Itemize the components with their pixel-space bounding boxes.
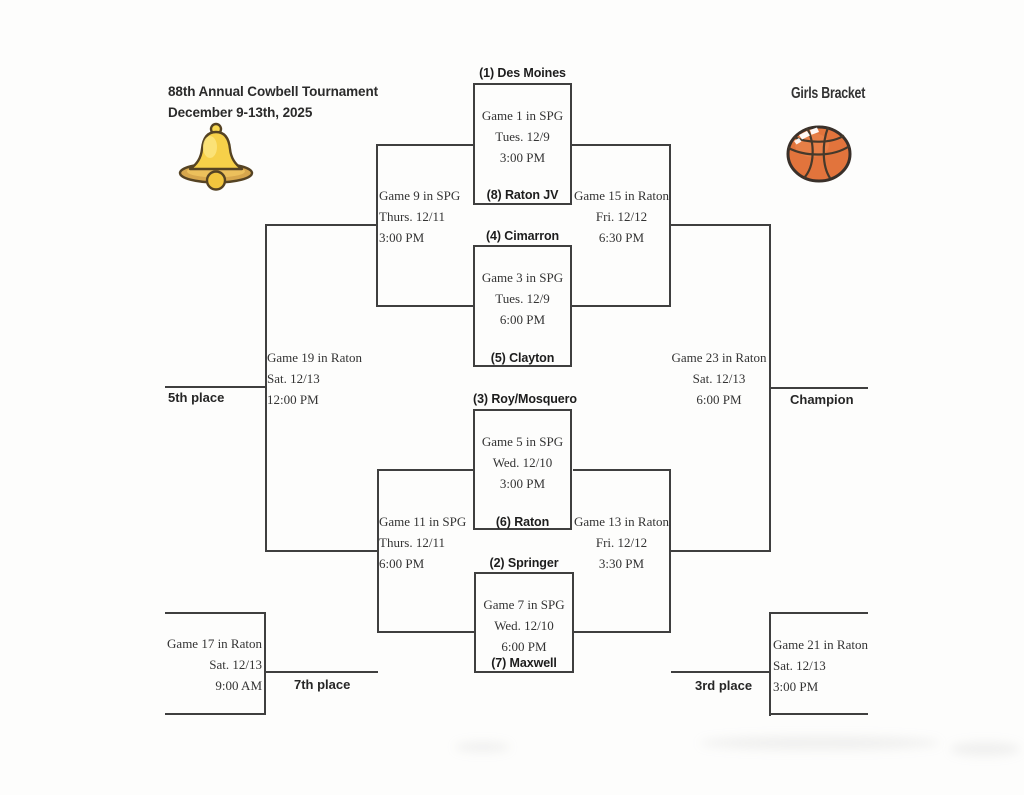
game19-time: 12:00 PM (267, 392, 319, 407)
game3-venue: Game 3 in SPG (481, 270, 564, 285)
bracket-line-game13-bottom (573, 631, 671, 633)
bracket-line-game17-top (165, 612, 266, 614)
game13-venue: Game 13 in Raton (574, 514, 669, 529)
seed-clayton: (5) Clayton (490, 351, 555, 365)
game23-venue: Game 23 in Raton (671, 350, 767, 365)
basketball-icon (786, 125, 852, 183)
game1-time: 3:00 PM (499, 150, 546, 165)
game23-details: Game 23 in Raton Sat. 12/13 6:00 PM (669, 347, 769, 410)
third-place-line (671, 671, 771, 673)
game23-time: 6:00 PM (696, 392, 742, 407)
tournament-title: 88th Annual Cowbell Tournament (168, 84, 379, 99)
game13-date: Fri. 12/12 (595, 535, 648, 550)
game23-date: Sat. 12/13 (692, 371, 746, 386)
bracket-line-game21-top (769, 612, 868, 614)
game11-venue: Game 11 in SPG (379, 514, 467, 529)
bracket-line-game19-bottom (265, 550, 379, 552)
fifth-place-label: 5th place (168, 390, 225, 405)
scan-smudge (455, 742, 510, 752)
bracket-line-game21-bottom (769, 713, 868, 715)
game19-date: Sat. 12/13 (267, 371, 320, 386)
game3-details: Game 3 in SPG Tues. 12/9 6:00 PM (473, 267, 572, 330)
game5-venue: Game 5 in SPG (481, 434, 564, 449)
game5-time: 3:00 PM (499, 476, 546, 491)
game5-details: Game 5 in SPG Wed. 12/10 3:00 PM (473, 431, 572, 494)
seed-cimarron: (4) Cimarron (485, 229, 560, 243)
game19-details: Game 19 in Raton Sat. 12/13 12:00 PM (267, 347, 362, 410)
game15-details: Game 15 in Raton Fri. 12/12 6:30 PM (572, 185, 671, 248)
game17-details: Game 17 in Raton Sat. 12/13 9:00 AM (162, 633, 262, 696)
champion-line (769, 387, 868, 389)
seed-roy-mosquero: (3) Roy/Mosquero (473, 392, 577, 406)
seed-raton: (6) Raton (495, 515, 550, 529)
scan-smudge (950, 742, 1020, 756)
bracket-line-game19-vertical (265, 224, 267, 552)
bracket-line-game9-top (376, 144, 473, 146)
game1-venue: Game 1 in SPG (481, 108, 564, 123)
bracket-line-game19-top (265, 224, 378, 226)
seed-springer: (2) Springer (489, 556, 559, 570)
game1-box (473, 83, 572, 205)
bracket-line-game15-out (669, 224, 771, 226)
game15-time: 6:30 PM (598, 230, 645, 245)
game21-time: 3:00 PM (773, 679, 819, 694)
game9-date: Thurs. 12/11 (379, 209, 445, 224)
seed-maxwell: (7) Maxwell (491, 656, 557, 670)
game13-details: Game 13 in Raton Fri. 12/12 3:30 PM (572, 511, 671, 574)
game11-date: Thurs. 12/11 (379, 535, 445, 550)
game7-venue: Game 7 in SPG (483, 597, 565, 612)
seventh-place-line (264, 671, 378, 673)
game11-details: Game 11 in SPG Thurs. 12/11 6:00 PM (379, 511, 466, 574)
seed-raton-jv: (8) Raton JV (486, 188, 559, 202)
bracket-line-game17-bottom (165, 713, 266, 715)
game9-details: Game 9 in SPG Thurs. 12/11 3:00 PM (379, 185, 460, 248)
fifth-place-line (165, 386, 267, 388)
bracket-line-game9-bottom (376, 305, 473, 307)
bracket-line-game11-bottom (377, 631, 475, 633)
bell-icon (178, 122, 254, 191)
game5-box (473, 409, 572, 530)
bracket-line-game17-vertical (264, 612, 266, 715)
game17-venue: Game 17 in Raton (167, 636, 262, 651)
game19-venue: Game 19 in Raton (267, 350, 362, 365)
seed-des-moines: (1) Des Moines (479, 66, 566, 80)
game21-venue: Game 21 in Raton (773, 637, 868, 652)
third-place-label: 3rd place (695, 678, 753, 693)
bracket-line-game15-bottom (572, 305, 671, 307)
bracket-line-game13-top (573, 469, 671, 471)
game7-details: Game 7 in SPG Wed. 12/10 6:00 PM (474, 594, 574, 657)
bracket-line-game13-out (669, 550, 771, 552)
game17-time: 9:00 AM (215, 678, 262, 693)
girls-bracket-label: Girls Bracket (791, 85, 866, 102)
seventh-place-label: 7th place (294, 677, 351, 692)
game11-time: 6:00 PM (379, 556, 425, 571)
game17-date: Sat. 12/13 (209, 657, 262, 672)
game5-date: Wed. 12/10 (492, 455, 553, 470)
bracket-line-game15-top (572, 144, 671, 146)
game7-box (474, 572, 574, 673)
game15-date: Fri. 12/12 (595, 209, 648, 224)
game7-date: Wed. 12/10 (494, 618, 554, 633)
game7-time: 6:00 PM (501, 639, 547, 654)
game21-date: Sat. 12/13 (773, 658, 826, 673)
bracket-line-game21-vertical (769, 612, 771, 716)
bracket-line-game11-top (377, 469, 473, 471)
game13-time: 3:30 PM (598, 556, 645, 571)
game21-details: Game 21 in Raton Sat. 12/13 3:00 PM (773, 634, 868, 697)
game9-time: 3:00 PM (379, 230, 425, 245)
game9-venue: Game 9 in SPG (379, 188, 461, 203)
game3-time: 6:00 PM (499, 312, 546, 327)
scan-smudge (700, 736, 940, 750)
game3-box (473, 245, 572, 367)
game15-venue: Game 15 in Raton (574, 188, 669, 203)
game1-details: Game 1 in SPG Tues. 12/9 3:00 PM (473, 105, 572, 168)
champion-label: Champion (790, 392, 854, 407)
tournament-dates: December 9-13th, 2025 (168, 105, 313, 120)
game1-date: Tues. 12/9 (495, 129, 550, 144)
game3-date: Tues. 12/9 (495, 291, 550, 306)
